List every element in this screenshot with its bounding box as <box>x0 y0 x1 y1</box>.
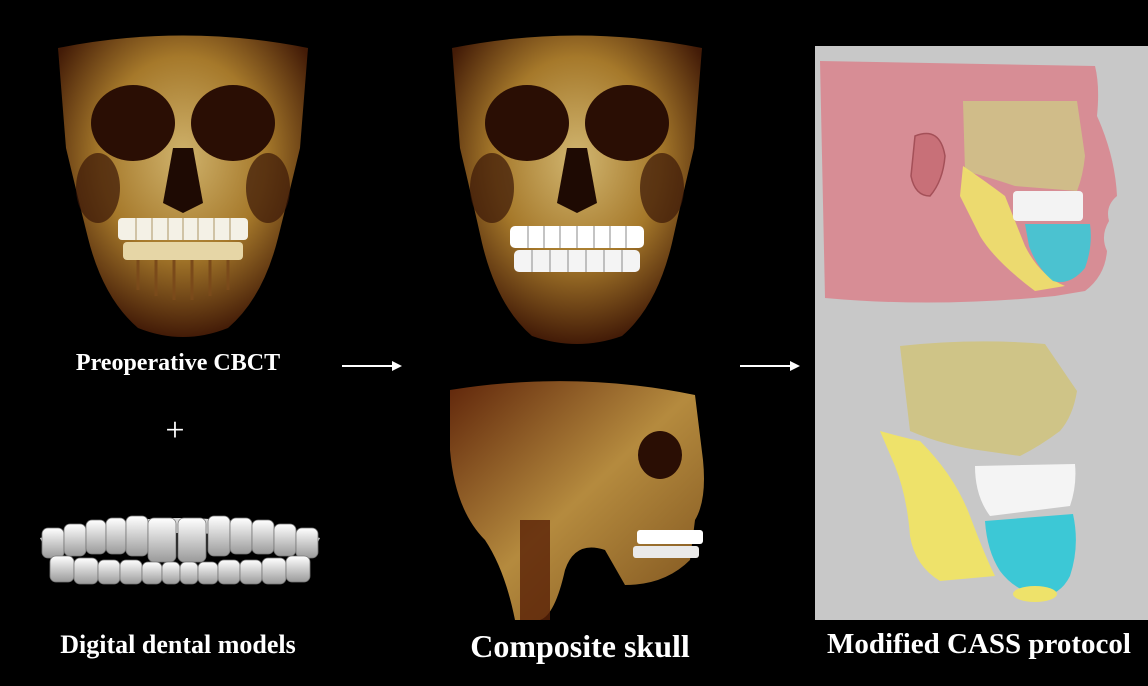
digital-dental-models-label: Digital dental models <box>18 630 338 660</box>
modified-cass-protocol-image <box>815 46 1148 620</box>
arrow-right-icon <box>340 358 404 374</box>
composite-skull-lateral-image <box>445 370 715 620</box>
composite-skull-label: Composite skull <box>440 628 720 665</box>
plus-sign: + <box>160 412 190 450</box>
preoperative-cbct-label: Preoperative CBCT <box>48 350 308 377</box>
preoperative-cbct-image <box>38 28 328 338</box>
digital-dental-models-image <box>30 498 330 590</box>
composite-skull-frontal-image <box>432 28 722 346</box>
arrow-right-icon <box>738 358 802 374</box>
modified-cass-protocol-label: Modified CASS protocol <box>812 628 1146 661</box>
